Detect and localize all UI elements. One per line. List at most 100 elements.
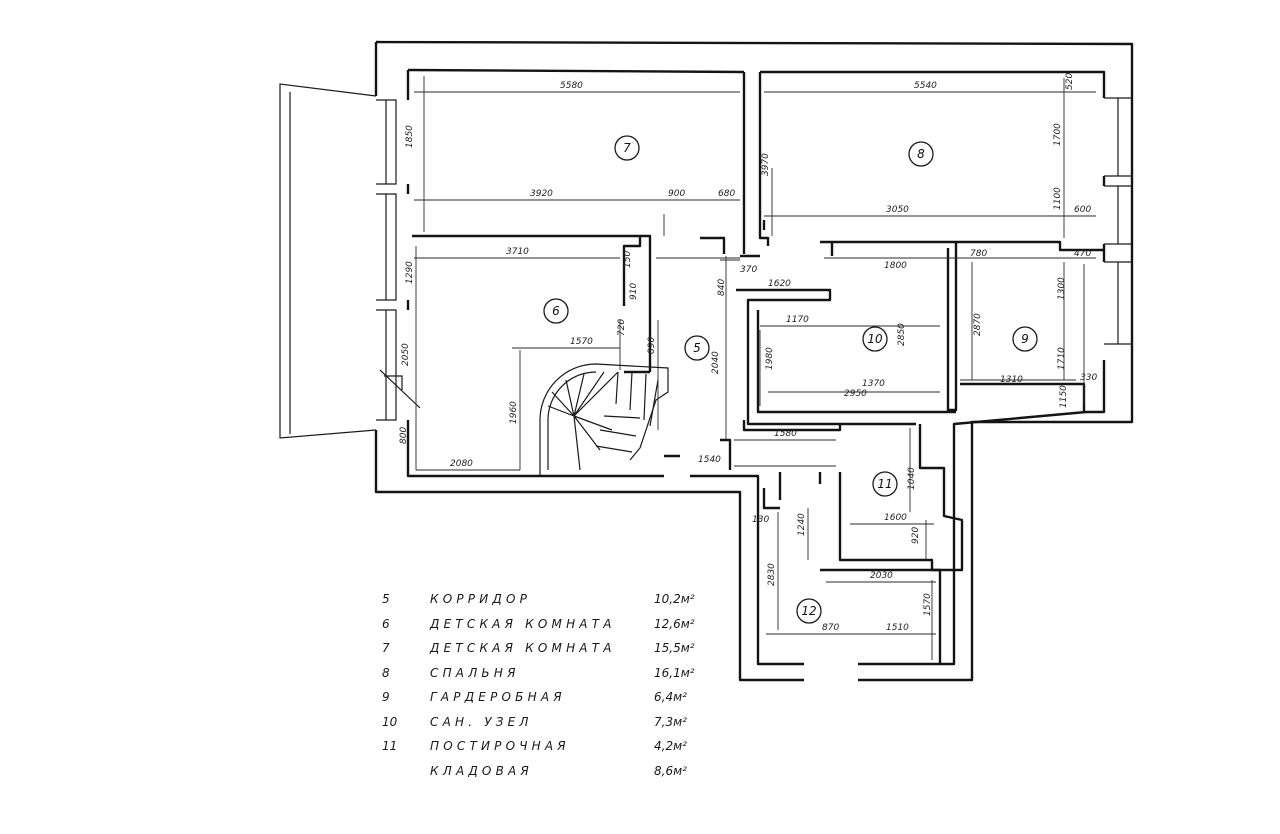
legend-number: 10	[382, 714, 398, 729]
outer-walls	[374, 40, 1134, 682]
svg-text:6: 6	[552, 304, 560, 318]
dim-920: 920	[911, 527, 921, 544]
dim-3970: 3970	[761, 153, 771, 176]
legend-room-name: САН. УЗЕЛ	[430, 714, 533, 729]
legend-room-name: КОРРИДОР	[430, 592, 532, 606]
legend-row: 11 ПОСТИРОЧНАЯ 4,2м²	[380, 739, 710, 764]
dim-2950: 2950	[844, 389, 867, 399]
dim-1290: 1290	[405, 261, 415, 284]
dim-2080: 2080	[450, 459, 473, 469]
legend-row: КЛАДОВАЯ 8,6м²	[380, 764, 710, 789]
dim-5540: 5540	[914, 81, 937, 91]
legend-room-name: ДЕТСКАЯ КОМНАТА	[430, 616, 616, 631]
legend-room-name: ГАРДЕРОБНАЯ	[430, 690, 566, 704]
room-legend: 5 КОРРИДОР 10,2м² 6 ДЕТСКАЯ КОМНАТА 12,6…	[380, 592, 710, 788]
dim-1580: 1580	[774, 429, 797, 439]
svg-text:10: 10	[867, 332, 883, 346]
interior-walls	[412, 72, 1104, 664]
dim-2030: 2030	[870, 571, 893, 581]
legend-number: 7	[382, 641, 390, 655]
dim-1300: 1300	[1057, 277, 1067, 300]
room-marker-10: 10	[862, 326, 888, 352]
room-marker-9: 9	[1012, 326, 1038, 352]
legend-room-name: КЛАДОВАЯ	[430, 763, 533, 778]
dim-3920: 3920	[530, 189, 553, 199]
legend-row: 10 САН. УЗЕЛ 7,3м²	[380, 715, 710, 740]
dim-1710: 1710	[1057, 347, 1067, 370]
dim-330: 330	[1080, 373, 1097, 383]
dim-1850: 1850	[405, 125, 415, 148]
legend-room-area: 10,2м²	[654, 592, 695, 606]
room-marker-12: 12	[796, 598, 822, 624]
dim-910: 910	[629, 283, 639, 300]
legend-number: 11	[382, 739, 398, 753]
legend-room-area: 15,5м²	[654, 641, 695, 655]
legend-row: 9 ГАРДЕРОБНАЯ 6,4м²	[380, 690, 710, 715]
dim-1240: 1240	[797, 513, 807, 536]
svg-text:8: 8	[917, 147, 925, 161]
dim-900: 900	[668, 189, 685, 199]
svg-text:5: 5	[693, 341, 701, 355]
dim-470: 470	[1074, 249, 1091, 259]
dim-2850: 2850	[897, 323, 907, 346]
dimension-lines	[414, 76, 1096, 660]
legend-number: 8	[382, 665, 390, 680]
room-marker-5: 5	[684, 335, 710, 361]
dim-1510: 1510	[886, 623, 909, 633]
dim-370: 370	[740, 265, 757, 275]
dim-680: 680	[718, 189, 735, 199]
legend-room-area: 7,3м²	[654, 714, 687, 729]
svg-text:7: 7	[623, 141, 631, 155]
legend-number: 9	[382, 690, 390, 704]
dim-1310: 1310	[1000, 375, 1023, 385]
dimension-labels: 5580 5540 3920 3710 3050 2080 1570 1580 …	[399, 73, 1097, 633]
legend-number: 6	[382, 616, 390, 631]
legend-room-name: ПОСТИРОЧНАЯ	[430, 739, 570, 753]
room-marker-11: 11	[872, 471, 898, 497]
dim-1100: 1100	[1053, 187, 1063, 210]
dim-130: 130	[752, 515, 769, 525]
room-marker-8: 8	[908, 141, 934, 167]
dim-5580: 5580	[560, 81, 583, 91]
legend-row: 7 ДЕТСКАЯ КОМНАТА 15,5м²	[380, 641, 710, 666]
dim-2050: 2050	[401, 343, 411, 366]
dim-1570: 1570	[570, 337, 593, 347]
dim-3710: 3710	[506, 247, 529, 257]
dim-1170: 1170	[786, 315, 809, 325]
dim-1600: 1600	[884, 513, 907, 523]
dim-1150: 1150	[1059, 385, 1069, 408]
dim-2040: 2040	[711, 351, 721, 374]
dim-780: 780	[970, 249, 987, 259]
dim-2870: 2870	[973, 313, 983, 336]
dim-720: 720	[617, 319, 627, 336]
dim-600: 600	[1074, 205, 1091, 215]
legend-row: 6 ДЕТСКАЯ КОМНАТА 12,6м²	[380, 617, 710, 642]
dim-2830: 2830	[767, 563, 777, 586]
dim-1620: 1620	[768, 279, 791, 289]
dim-1980: 1980	[765, 347, 775, 370]
dim-1960: 1960	[509, 401, 519, 424]
dim-800: 800	[399, 427, 409, 444]
dim-520: 520	[1065, 73, 1075, 90]
dim-1800: 1800	[884, 261, 907, 271]
legend-number: 5	[382, 592, 390, 606]
room-marker-6: 6	[543, 298, 569, 324]
legend-row: 8 СПАЛЬНЯ 16,1м²	[380, 666, 710, 691]
dim-890: 890	[647, 337, 657, 354]
dim-1540: 1540	[698, 455, 721, 465]
legend-room-name: ДЕТСКАЯ КОМНАТА	[430, 641, 616, 655]
dim-1700: 1700	[1053, 123, 1063, 146]
dim-870: 870	[822, 623, 839, 633]
dim-840: 840	[717, 279, 727, 296]
room-marker-7: 7	[614, 135, 640, 161]
room-markers: 7 8 6 5 10 9 11 12	[543, 135, 1038, 624]
dim-1370: 1370	[862, 379, 885, 389]
svg-text:12: 12	[801, 604, 816, 618]
balcony	[279, 83, 1132, 439]
legend-room-name: СПАЛЬНЯ	[430, 665, 520, 680]
dim-1570-b: 1570	[923, 593, 933, 616]
legend-room-area: 12,6м²	[654, 616, 695, 631]
dim-3050: 3050	[886, 205, 909, 215]
legend-room-area: 16,1м²	[654, 665, 695, 680]
